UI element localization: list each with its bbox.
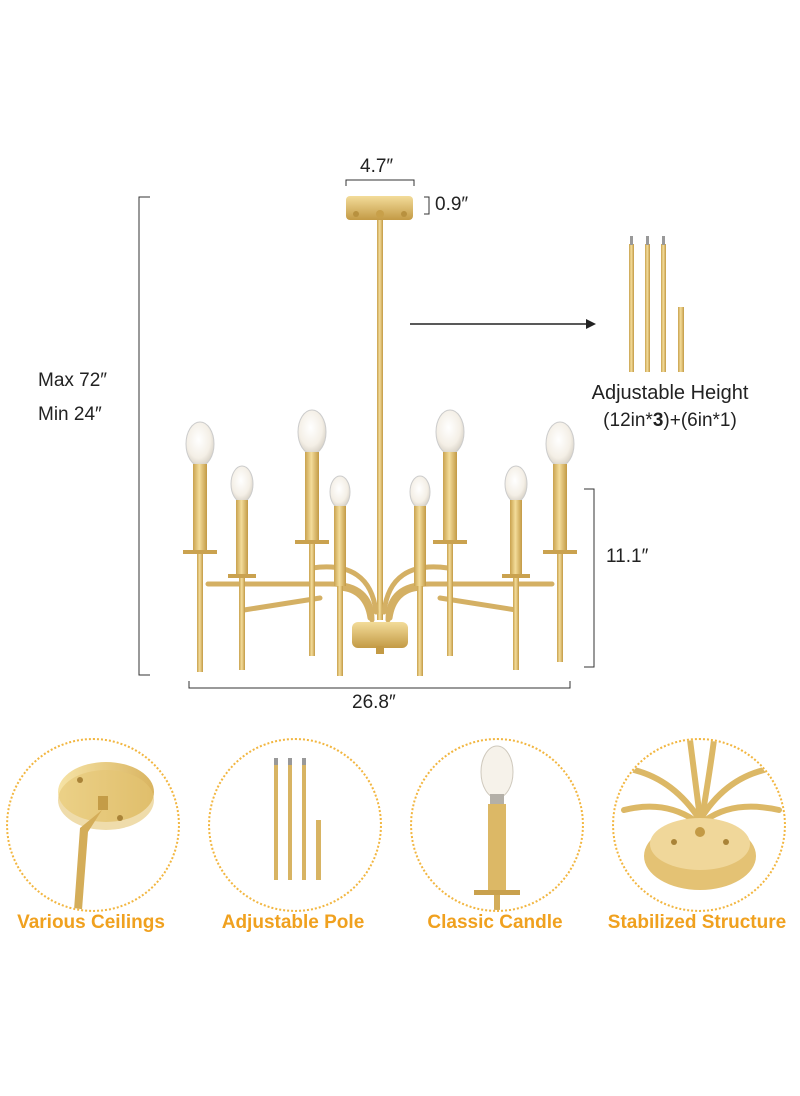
max-height-label: Max 72″ bbox=[38, 370, 108, 391]
feature-label-pole: Adjustable Pole bbox=[221, 912, 365, 933]
feature-label-candle: Classic Candle bbox=[427, 912, 563, 933]
chandelier-diagram bbox=[138, 179, 684, 689]
overall-height-bracket bbox=[138, 196, 150, 676]
feature-circle-candle bbox=[410, 738, 584, 912]
candle-closeup-image bbox=[474, 745, 520, 910]
canopy bbox=[346, 196, 413, 220]
feature-circle-pole bbox=[208, 738, 382, 912]
detail-prefix: (12in* bbox=[603, 410, 653, 431]
adjustable-height-detail: (12in*3)+(6in*1) bbox=[570, 410, 770, 432]
pole-segments-image bbox=[274, 758, 321, 880]
feature-label-structure: Stabilized Structure bbox=[607, 912, 787, 933]
width-bracket bbox=[188, 681, 571, 689]
feature-label-ceilings: Various Ceilings bbox=[17, 912, 165, 933]
canopy-closeup-image bbox=[58, 762, 154, 910]
structure-closeup-image bbox=[621, 740, 782, 890]
feature-circle-structure bbox=[612, 738, 786, 912]
body-height-bracket bbox=[584, 488, 595, 668]
canopy-height-label: 0.9″ bbox=[435, 194, 469, 215]
canopy-height-bracket bbox=[424, 196, 430, 215]
detail-suffix: )+(6in*1) bbox=[663, 410, 737, 431]
downrod bbox=[377, 220, 383, 620]
chandelier-body bbox=[183, 409, 577, 676]
detail-bold: 3 bbox=[652, 410, 664, 431]
min-height-label: Min 24″ bbox=[38, 404, 102, 425]
width-label: 26.8″ bbox=[352, 692, 396, 713]
adjustable-rods bbox=[629, 236, 684, 372]
adjustable-height-title: Adjustable Height bbox=[591, 382, 749, 404]
canopy-width-label: 4.7″ bbox=[360, 156, 394, 177]
body-height-label: 11.1″ bbox=[606, 546, 649, 567]
arrow-right-icon bbox=[410, 319, 596, 329]
canopy-width-bracket bbox=[345, 179, 415, 186]
feature-circle-ceilings bbox=[6, 738, 180, 912]
